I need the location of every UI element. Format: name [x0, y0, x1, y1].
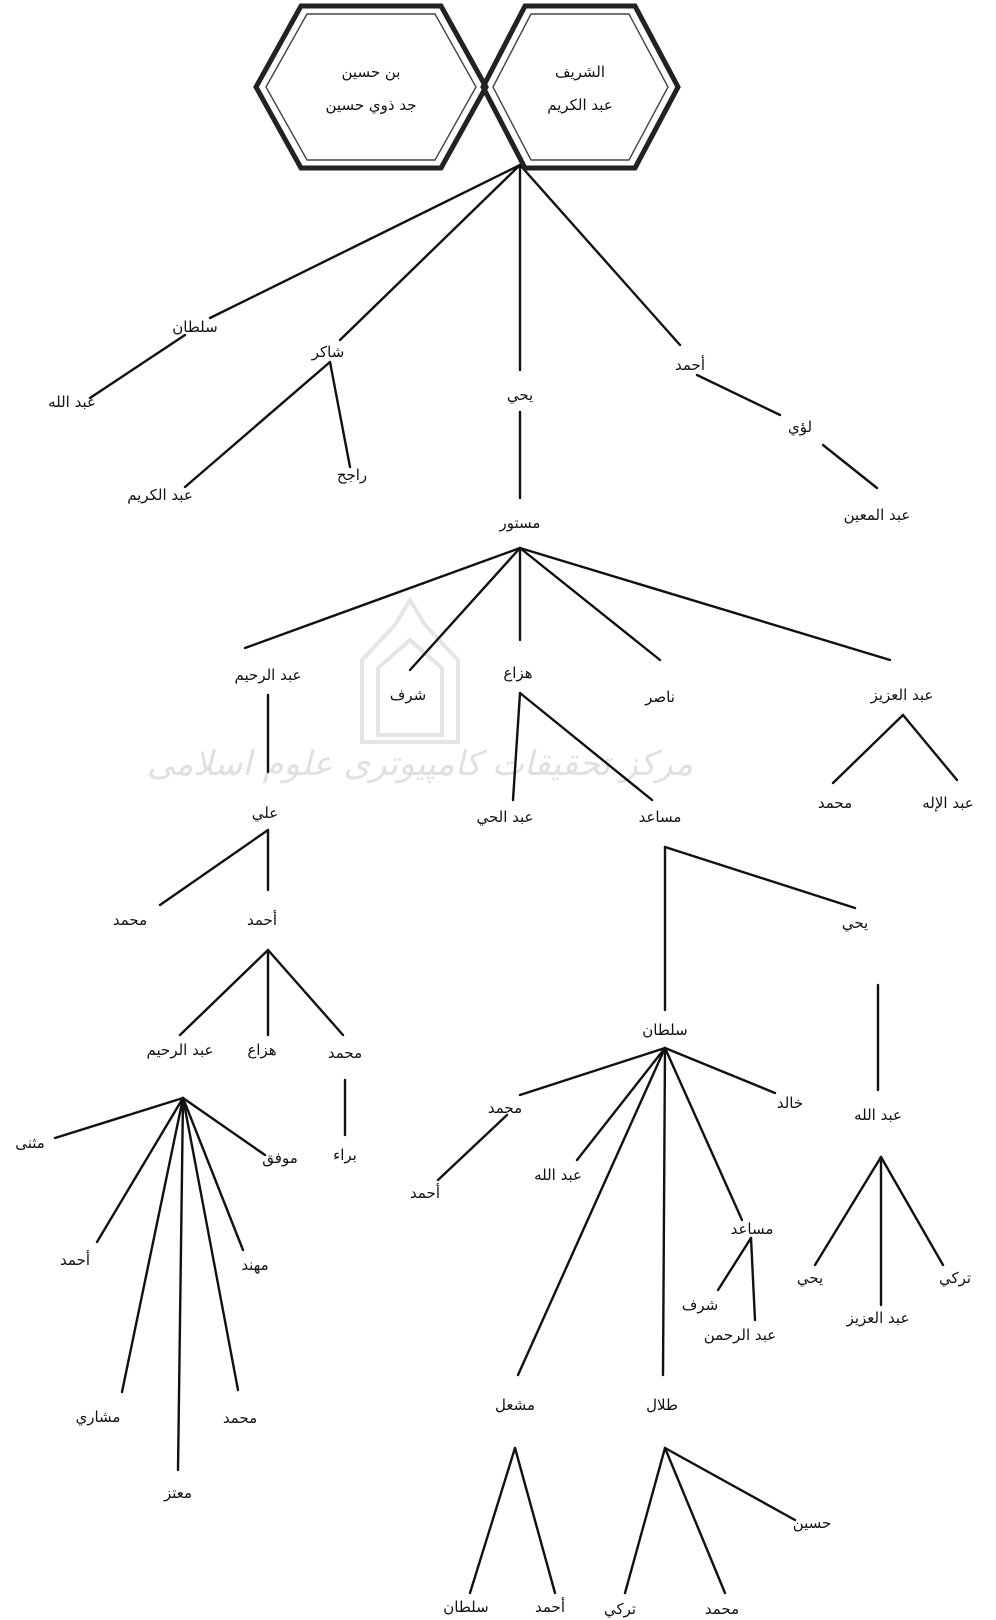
- node-khalid: خالد: [777, 1094, 803, 1112]
- node-abdulrahim-2: عبد الرحيم: [147, 1041, 214, 1059]
- node-muthanna: مثنى: [15, 1134, 45, 1152]
- node-abdullah-1: عبد الله: [48, 393, 96, 411]
- clan-hexagon: بن حسين جد ذوي حسين: [253, 3, 489, 171]
- node-sharaf-1: شرف: [390, 686, 426, 704]
- node-mohammed-4: محمد: [223, 1409, 257, 1427]
- node-abdulaziz-2: عبد العزيز: [846, 1309, 910, 1327]
- node-ahmad-4: أحمد: [410, 1183, 440, 1202]
- node-abdullah-3: عبد الله: [854, 1106, 902, 1124]
- root-line-1: الشريف: [555, 63, 605, 81]
- node-talal: طلال: [646, 1396, 678, 1414]
- node-mohammed-1: محمد: [818, 794, 852, 812]
- node-sharaf-2: شرف: [682, 1296, 718, 1314]
- node-hazza-1: هزاع: [503, 664, 532, 682]
- node-ahmad-2: أحمد: [247, 910, 277, 929]
- node-musaed-2: مساعد: [731, 1220, 774, 1238]
- tree-edges: [53, 163, 959, 1595]
- node-turki-2: تركي: [939, 1269, 971, 1288]
- node-mohammed-3: محمد: [328, 1044, 362, 1062]
- node-hazza-2: هزاع: [247, 1041, 276, 1059]
- node-nasser: ناصر: [644, 688, 675, 706]
- watermark: مرکز تحقیقات کامپیوتری علوم اسلامی: [147, 596, 693, 784]
- node-sultan-2: سلطان: [642, 1021, 687, 1039]
- root-line-2: عبد الكريم: [547, 96, 613, 114]
- node-abdulmuin: عبد المعين: [844, 506, 911, 524]
- node-mishal: مشعل: [495, 1396, 535, 1414]
- node-mishari: مشاري: [76, 1408, 121, 1427]
- clan-line-1: بن حسين: [342, 63, 401, 81]
- node-abdulkarim-2: عبد الكريم: [127, 486, 193, 504]
- node-yahya-1: يحي: [507, 386, 533, 405]
- node-turki-1: تركي: [604, 1600, 636, 1619]
- node-muhannad: مهند: [241, 1256, 268, 1274]
- node-shakir: شاكر: [311, 343, 345, 361]
- node-yahya-2: يحي: [842, 914, 868, 933]
- node-abdulhay: عبد الحي: [476, 808, 533, 827]
- node-mohammed-5: محمد: [488, 1099, 522, 1117]
- node-mastour: مستور: [499, 514, 541, 532]
- node-hussein: حسين: [793, 1514, 832, 1532]
- node-baraa: براء: [333, 1146, 357, 1164]
- node-ahmad-3: أحمد: [60, 1250, 90, 1269]
- watermark-text: مرکز تحقیقات کامپیوتری علوم اسلامی: [147, 744, 693, 784]
- tree-nodes: سلطان عبد الله شاكر عبد الكريم راجح يحي …: [15, 318, 974, 1619]
- node-sultan-3: سلطان: [443, 1598, 488, 1616]
- node-abdulrahman: عبد الرحمن: [704, 1326, 777, 1344]
- node-yahya-3: يحي: [797, 1269, 823, 1288]
- node-ahmad-1: أحمد: [675, 355, 705, 374]
- node-rajih: راجح: [337, 466, 367, 484]
- node-musaed-1: مساعد: [639, 808, 682, 826]
- node-abdulrahim-1: عبد الرحيم: [235, 666, 302, 684]
- node-abdulaziz-1: عبد العزيز: [870, 686, 934, 704]
- clan-line-2: جد ذوي حسين: [326, 96, 417, 115]
- node-mohammed-2: محمد: [113, 911, 147, 929]
- node-louay: لؤي: [788, 418, 812, 437]
- node-sultan: سلطان: [172, 318, 217, 336]
- node-abdulilah: عبد الإله: [922, 794, 973, 812]
- root-hexagon: الشريف عبد الكريم: [480, 3, 681, 171]
- node-ahmad-5: أحمد: [535, 1597, 565, 1616]
- node-muwaffaq: موفق: [262, 1149, 297, 1167]
- node-abdullah-2: عبد الله: [534, 1166, 582, 1184]
- node-ali: علي: [252, 804, 278, 823]
- node-mutaz: معتز: [163, 1484, 192, 1502]
- node-mohammed-6: محمد: [705, 1600, 739, 1618]
